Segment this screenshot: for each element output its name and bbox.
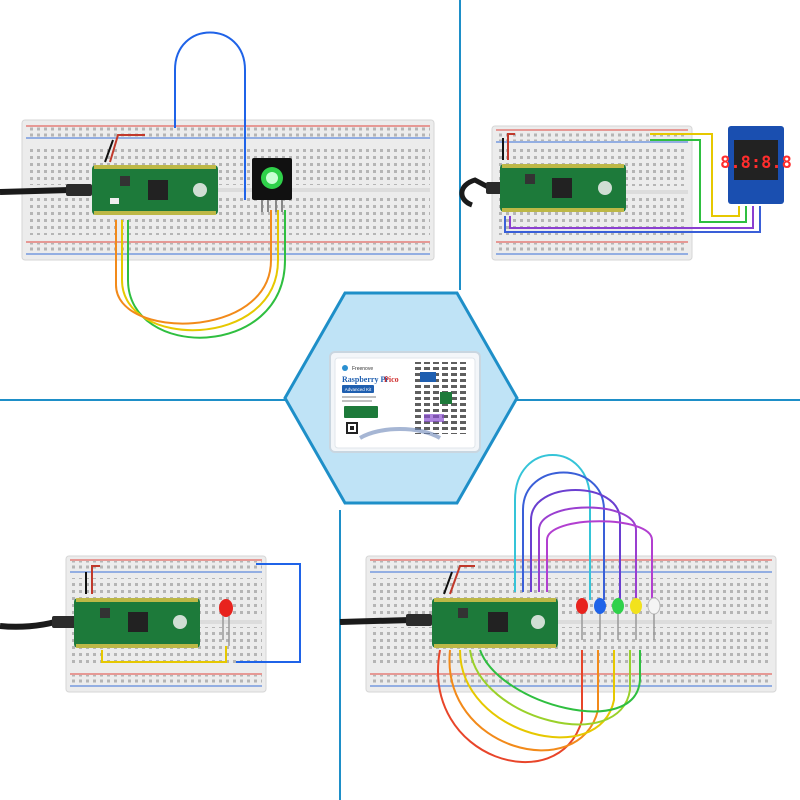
jumper-wire-red: [437, 649, 583, 764]
pico-board: [74, 598, 200, 648]
usb-cable: [339, 617, 411, 625]
jumper-wire-yellow: [121, 210, 279, 332]
rgb-led-module: [252, 158, 292, 212]
jumper-wire-cyan: [514, 454, 591, 600]
jumper-wire-blue: [504, 206, 761, 233]
kit-brand: Freenove: [352, 366, 373, 372]
ground-wire: [443, 571, 453, 595]
power-wire: [449, 565, 475, 595]
pico-board: [500, 164, 626, 212]
pico-board: [92, 165, 218, 215]
power-wire: [91, 565, 100, 594]
yellow-led: [630, 598, 642, 640]
power-wire: [109, 134, 145, 163]
panel-4-digit-display: 8.8:8.8: [459, 125, 792, 261]
jumper-wire-purple: [509, 206, 754, 229]
jumper-wire-orange: [115, 210, 272, 325]
panel-single-led: [0, 555, 301, 693]
kit-box: Freenove Raspberry Pi Pico Advanced Kit: [329, 351, 481, 453]
led-row: [576, 597, 661, 640]
jumper-wire-blue: [174, 31, 246, 200]
white-led: [647, 597, 661, 640]
jumper-wire-yellow: [101, 646, 227, 663]
usb-cable: [0, 619, 56, 630]
jumper-wire-blue: [236, 563, 301, 663]
four-digit-display-module: 8.8:8.8: [720, 126, 792, 204]
jumper-wire-orange: [448, 649, 599, 752]
jumper-wire-green: [127, 210, 286, 339]
kit-subtitle: Advanced Kit: [345, 387, 372, 392]
kit-title-part2: Pico: [384, 375, 399, 384]
usb-cable: [459, 177, 492, 208]
kit-title-part1: Raspberry Pi: [342, 375, 388, 384]
jumper-wire-yellow: [650, 133, 740, 217]
blue-led: [594, 598, 606, 640]
jumper-wire-lime: [469, 649, 631, 726]
pico-board: [432, 598, 558, 648]
panel-rgb-led: [0, 31, 435, 339]
jumper-wire-yellow: [459, 649, 615, 739]
jumper-wire-green: [479, 649, 641, 713]
usb-plug: [406, 614, 432, 626]
usb-plug: [66, 184, 92, 196]
usb-plug: [486, 182, 502, 194]
red-led: [576, 598, 588, 640]
panel-multi-led: [339, 454, 777, 764]
power-wire: [507, 133, 515, 160]
jumper-wire-green: [650, 139, 747, 223]
product-showcase: Freenove Raspberry Pi Pico Advanced Kit: [283, 291, 519, 505]
ground-wire: [104, 139, 114, 163]
jumper-wire-blue: [522, 471, 605, 600]
kit-board-image: [344, 406, 378, 418]
green-led: [612, 598, 624, 640]
red-led: [219, 599, 233, 646]
display-digits: 8.8:8.8: [720, 153, 792, 173]
usb-cable: [0, 187, 71, 195]
usb-plug: [52, 616, 76, 628]
jumper-wire-magenta: [546, 520, 653, 600]
